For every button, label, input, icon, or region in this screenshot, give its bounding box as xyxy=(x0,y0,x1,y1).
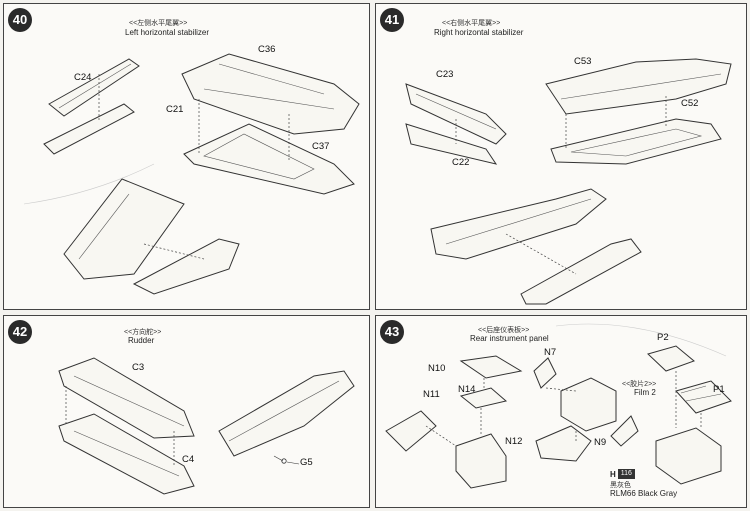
color-callout: H 116 xyxy=(610,469,635,479)
part-p2 xyxy=(647,345,695,372)
step-43-panel: 43 <<后座仪表板>> Rear instrument panel N10 xyxy=(375,315,747,508)
part-label-c36: C36 xyxy=(258,44,276,55)
part-label-c53: C53 xyxy=(574,56,592,67)
assembled-elevator xyxy=(520,238,642,305)
part-label-n14: N14 xyxy=(458,384,476,395)
assembled-panel xyxy=(655,427,722,485)
part-c24 xyxy=(48,58,140,117)
step-42-drawing xyxy=(58,357,355,495)
part-c4 xyxy=(58,413,195,495)
part-label-c3: C3 xyxy=(132,362,145,373)
part-label-c21: C21 xyxy=(166,104,184,115)
film-title-en: Film 2 xyxy=(634,388,656,397)
step-title-en: Left horizontal stabilizer xyxy=(125,28,210,37)
part-n11 xyxy=(385,410,437,452)
part-c53 xyxy=(545,58,732,115)
part-p1 xyxy=(675,380,732,414)
part-n14 xyxy=(459,387,508,409)
part-label-p2: P2 xyxy=(657,332,669,343)
part-c3 xyxy=(58,357,195,439)
part-label-n10: N10 xyxy=(428,363,446,374)
part-label-c52: C52 xyxy=(681,98,699,109)
part-label-c37: C37 xyxy=(312,141,330,152)
assembled-elevator xyxy=(132,238,240,295)
part-n7 xyxy=(533,357,557,389)
assembled-box xyxy=(560,377,617,432)
step-title-en: Right horizontal stabilizer xyxy=(434,28,524,37)
color-name-cn: 黑灰色 xyxy=(610,482,631,489)
step-42-panel: 42 <<方向舵>> Rudder C3 C4 G5 xyxy=(3,315,370,508)
step-number-badge: 40 xyxy=(8,8,32,32)
step-title-en: Rudder xyxy=(128,336,155,345)
part-label-n9: N9 xyxy=(594,437,607,448)
part-label-p1: P1 xyxy=(713,384,725,395)
part-n9 xyxy=(535,425,592,462)
step-number-badge: 43 xyxy=(380,320,404,344)
part-n10 xyxy=(459,355,523,379)
step-40-drawing xyxy=(23,53,360,295)
step-title-cn: <<方向舵>> xyxy=(124,329,162,336)
step-title-en: Rear instrument panel xyxy=(470,334,549,343)
assembled-stabilizer xyxy=(63,178,185,280)
color-number: 116 xyxy=(617,469,635,479)
part-c52 xyxy=(550,118,722,165)
assembled-rudder xyxy=(218,370,355,457)
part-n12 xyxy=(455,433,507,489)
part-label-n11: N11 xyxy=(423,389,440,400)
assembled-stabilizer xyxy=(430,188,607,260)
part-label-c4: C4 xyxy=(182,454,195,465)
part-c23 xyxy=(405,83,507,145)
part-c36 xyxy=(181,53,360,135)
part-label-g5: G5 xyxy=(300,457,313,468)
step-43-drawing xyxy=(385,323,732,489)
part-label-c22: C22 xyxy=(452,157,470,168)
part-label-c24: C24 xyxy=(74,72,92,83)
step-41-drawing xyxy=(405,58,732,305)
part-label-n7: N7 xyxy=(544,347,557,358)
step-41-panel: 41 <<右侧水平尾翼>> Right horizontal stabilize… xyxy=(375,3,747,310)
step-number-badge: 41 xyxy=(380,8,404,32)
part-c22 xyxy=(405,123,498,165)
film-title-cn: <<胶片2>> xyxy=(622,381,657,388)
step-title-cn: <<右侧水平尾翼>> xyxy=(442,20,501,27)
part-c21 xyxy=(43,103,135,155)
part-label-c23: C23 xyxy=(436,69,454,80)
color-code: H xyxy=(610,469,616,479)
step-title-cn: <<左侧水平尾翼>> xyxy=(129,20,188,27)
step-title-cn: <<后座仪表板>> xyxy=(478,327,530,334)
part-label-n12: N12 xyxy=(505,436,523,447)
color-name-en: RLM66 Black Gray xyxy=(610,489,678,498)
part-c37 xyxy=(183,123,355,195)
step-number-badge: 42 xyxy=(8,320,32,344)
step-40-panel: 40 <<左侧水平尾翼>> Left horizontal stabilizer xyxy=(3,3,370,310)
